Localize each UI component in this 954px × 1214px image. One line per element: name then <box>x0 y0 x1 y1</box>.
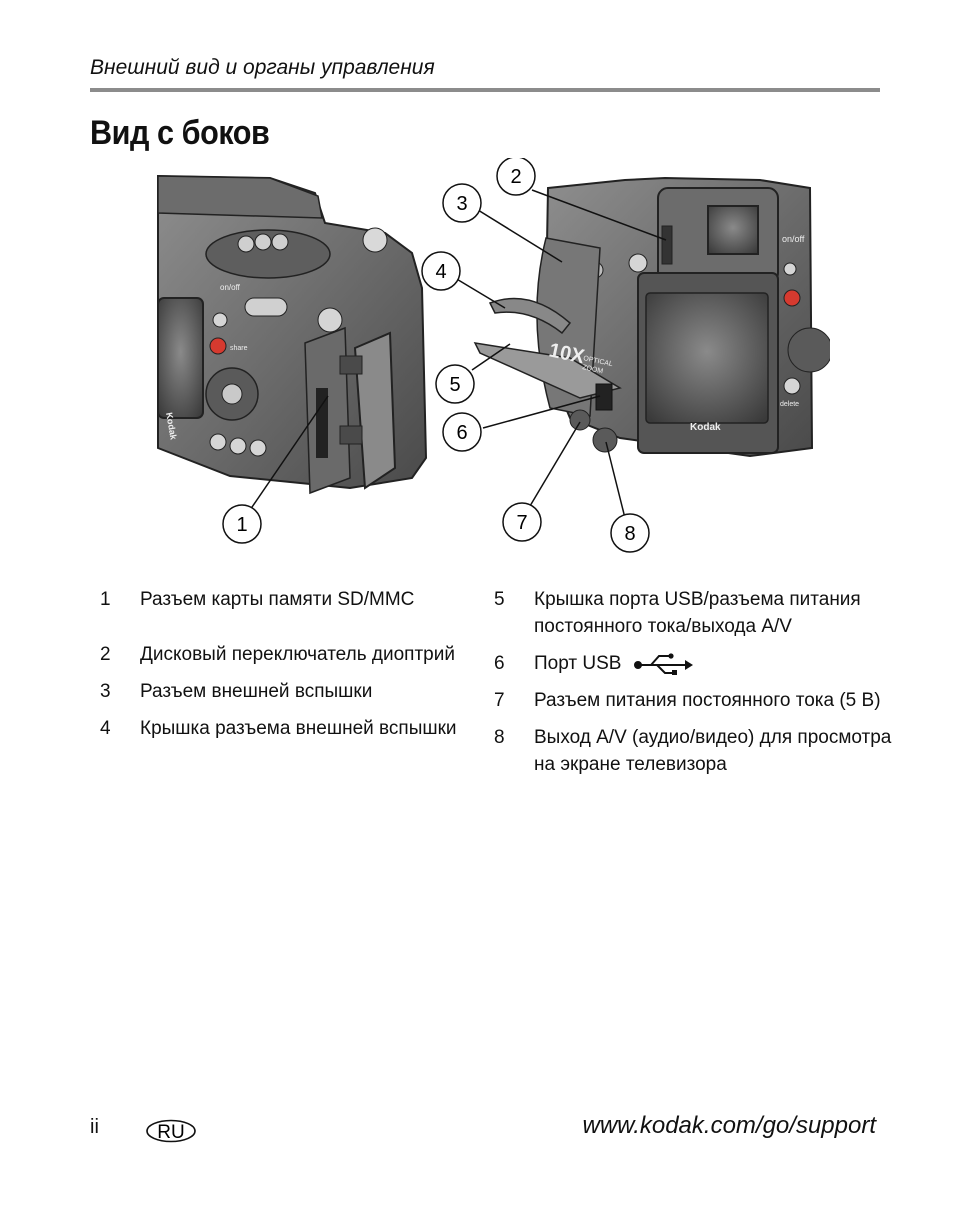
legend-number: 8 <box>494 727 505 748</box>
callout-7: 7 <box>502 502 542 542</box>
callout-2: 2 <box>496 158 536 196</box>
callout-3: 3 <box>442 183 482 223</box>
legend-number: 6 <box>494 653 505 674</box>
legend-item: 3 Разъем внешней вспышки <box>100 678 470 705</box>
callout-number: 2 <box>510 166 521 188</box>
legend-text: Разъем внешней вспышки <box>140 681 373 702</box>
callout-8: 8 <box>610 513 650 553</box>
callout-number: 5 <box>449 374 460 396</box>
callout-number: 6 <box>456 422 467 444</box>
right-camera: Kodak on/off delete 10X OPTICAL ZOOM <box>473 176 830 458</box>
callout-number: 4 <box>435 261 446 283</box>
right-on-off-label: on/off <box>782 234 805 244</box>
legend-item: 6 Порт USB <box>494 650 894 677</box>
left-camera: on/off share Kodak <box>157 174 428 495</box>
legend-item: 2 Дисковый переключатель диоптрий <box>100 641 470 668</box>
legend-text: Разъем карты памяти SD/MMC <box>140 589 415 610</box>
legend-text: Разъем питания постоянного тока (5 В) <box>534 690 881 711</box>
page-title: Вид с боков <box>90 114 270 152</box>
callout-number: 8 <box>624 523 635 545</box>
callout-leaders <box>249 189 667 519</box>
legend-right-column: 5 Крышка порта USB/разъема питания посто… <box>494 586 894 788</box>
callout-number: 7 <box>516 512 527 534</box>
callout-number: 3 <box>456 193 467 215</box>
language-badge: RU <box>146 1119 196 1143</box>
legend-item: 1 Разъем карты памяти SD/MMC <box>100 586 470 613</box>
legend-text-label: Порт USB <box>534 653 622 674</box>
camera-side-views-illustration: on/off share Kodak Kodak on/off delete <box>157 158 830 553</box>
callout-5: 5 <box>435 364 475 404</box>
left-brand-label: Kodak <box>164 412 179 442</box>
usb-icon <box>633 653 693 675</box>
legend-number: 5 <box>494 589 505 610</box>
language-badge-text: RU <box>157 1122 184 1143</box>
callout-1: 1 <box>222 504 262 544</box>
legend-left-column: 1 Разъем карты памяти SD/MMC 2 Дисковый … <box>100 586 470 752</box>
legend-item: 7 Разъем питания постоянного тока (5 В) <box>494 687 894 714</box>
legend-number: 1 <box>100 589 111 610</box>
legend-item: 4 Крышка разъема внешней вспышки <box>100 715 470 742</box>
section-header: Внешний вид и органы управления <box>90 56 435 79</box>
right-delete-label: delete <box>780 401 799 408</box>
legend-text: Крышка разъема внешней вспышки <box>140 718 457 739</box>
legend-number: 2 <box>100 644 111 665</box>
callout-6: 6 <box>442 412 482 452</box>
legend-text: Выход A/V (аудио/видео) для просмотра на… <box>534 727 892 775</box>
left-share-label: share <box>230 345 248 352</box>
header-rule <box>90 88 880 92</box>
legend-number: 3 <box>100 681 111 702</box>
support-url-link[interactable]: www.kodak.com/go/support <box>582 1112 876 1139</box>
zoom-label: ZOOM <box>582 364 604 375</box>
left-on-off-label: on/off <box>220 283 241 292</box>
right-brand-label: Kodak <box>690 422 721 433</box>
legend-text: Крышка порта USB/разъема питания постоян… <box>534 589 861 637</box>
legend-item: 5 Крышка порта USB/разъема питания посто… <box>494 586 894 640</box>
callout-number: 1 <box>236 514 247 536</box>
legend-number: 4 <box>100 718 111 739</box>
legend-number: 7 <box>494 690 505 711</box>
callout-4: 4 <box>421 251 461 291</box>
legend-text: Дисковый переключатель диоптрий <box>140 644 455 665</box>
page-number: ii <box>90 1116 99 1138</box>
legend-text: Порт USB <box>534 650 894 677</box>
legend-item: 8 Выход A/V (аудио/видео) для просмотра … <box>494 724 894 778</box>
